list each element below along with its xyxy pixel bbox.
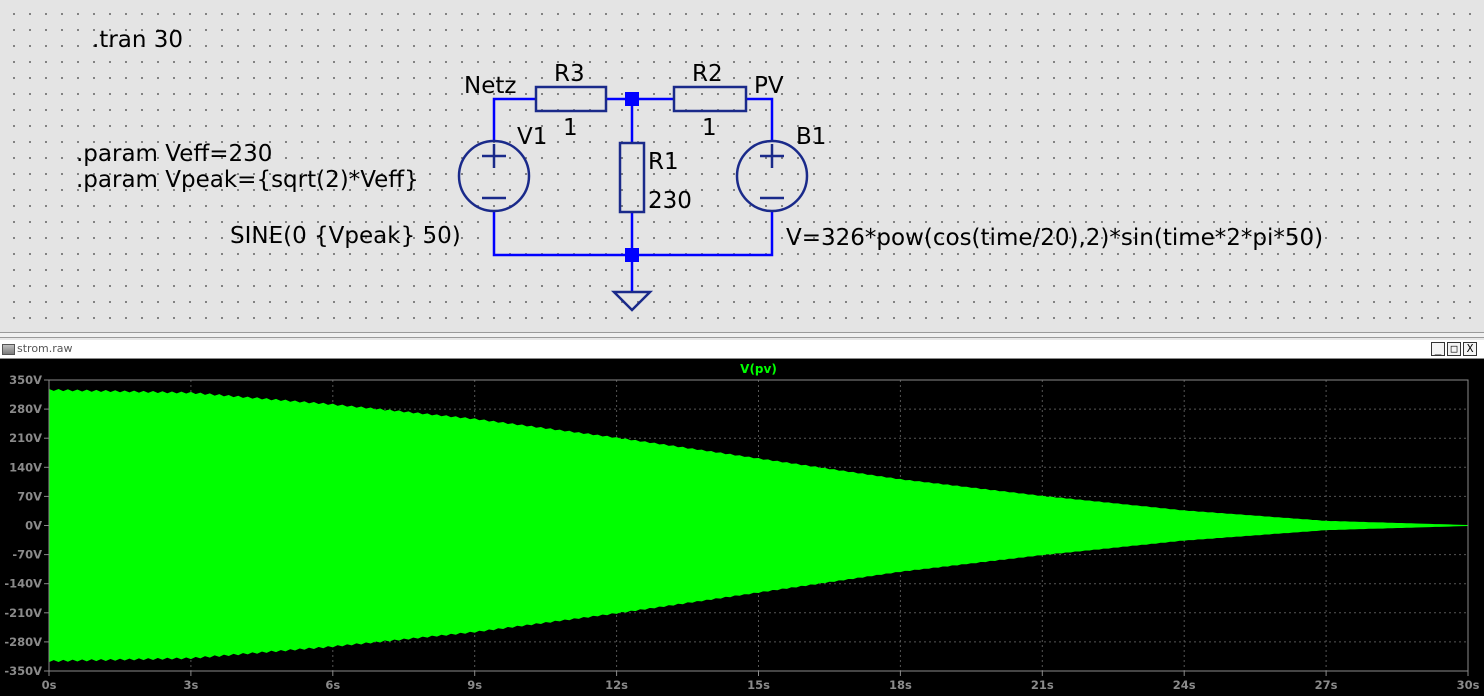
x-tick-label: 6s bbox=[325, 678, 340, 692]
maximize-button[interactable]: □ bbox=[1447, 342, 1461, 356]
param-vpeak-directive[interactable]: .param Vpeak={sqrt(2)*Veff} bbox=[76, 167, 419, 193]
y-tick-label: -70V bbox=[12, 548, 42, 562]
r1-name[interactable]: R1 bbox=[648, 149, 679, 175]
series-vpv-envelope bbox=[48, 388, 1469, 663]
wire-netz bbox=[492, 97, 536, 140]
ground-icon[interactable] bbox=[610, 290, 654, 312]
y-tick-label: 70V bbox=[17, 489, 42, 503]
resistor-r2[interactable] bbox=[672, 85, 748, 113]
voltage-source-v1[interactable] bbox=[457, 139, 531, 213]
param-veff-directive[interactable]: .param Veff=230 bbox=[76, 141, 272, 167]
waveform-titlebar[interactable]: strom.raw _ □ X bbox=[0, 340, 1484, 359]
waveform-viewer[interactable]: strom.raw _ □ X 0s 3s 6s 9s 12s 15s 18s 21s 24s 2… bbox=[0, 340, 1484, 696]
x-tick-label: 9s bbox=[467, 678, 482, 692]
x-tick-label: 15s bbox=[747, 678, 770, 692]
r2-value[interactable]: 1 bbox=[702, 115, 717, 141]
junction-top bbox=[625, 92, 639, 106]
r3-value[interactable]: 1 bbox=[563, 115, 578, 141]
x-tick-label: 21s bbox=[1031, 678, 1054, 692]
v1-value[interactable]: SINE(0 {Vpeak} 50) bbox=[230, 223, 461, 249]
resistor-r3[interactable] bbox=[534, 85, 608, 113]
net-label-pv[interactable]: PV bbox=[754, 73, 784, 99]
y-tick-label: -210V bbox=[4, 606, 42, 620]
behavioral-source-b1[interactable] bbox=[735, 139, 809, 213]
waveform-plot[interactable]: 0s 3s 6s 9s 12s 15s 18s 21s 24s 27s 30s 350V 280V 210… bbox=[0, 359, 1484, 696]
x-tick-label: 30s bbox=[1457, 678, 1480, 692]
y-tick-label: 0V bbox=[25, 519, 42, 533]
y-tick-label: -280V bbox=[4, 635, 42, 649]
v1-name[interactable]: V1 bbox=[517, 124, 547, 150]
waveform-window-title: strom.raw bbox=[17, 342, 73, 355]
resistor-r1[interactable] bbox=[618, 141, 646, 214]
x-tick-label: 24s bbox=[1173, 678, 1196, 692]
tran-directive[interactable]: .tran 30 bbox=[92, 27, 183, 53]
b1-value[interactable]: V=326*pow(cos(time/20),2)*sin(time*2*pi*… bbox=[786, 225, 1323, 251]
pane-divider[interactable] bbox=[0, 332, 1484, 338]
waveform-window-icon bbox=[2, 344, 15, 355]
y-tick-label: -350V bbox=[4, 664, 42, 678]
close-button[interactable]: X bbox=[1463, 342, 1477, 356]
x-tick-label: 3s bbox=[183, 678, 198, 692]
r3-name[interactable]: R3 bbox=[554, 61, 585, 87]
y-tick-label: 140V bbox=[9, 460, 42, 474]
schematic-editor[interactable]: .tran 30 .param Veff=230 .param Vpeak={s… bbox=[0, 0, 1484, 334]
y-tick-label: 280V bbox=[9, 402, 42, 416]
minimize-button[interactable]: _ bbox=[1431, 342, 1445, 356]
x-tick-label: 12s bbox=[605, 678, 628, 692]
y-tick-label: -140V bbox=[4, 577, 42, 591]
r1-value[interactable]: 230 bbox=[648, 188, 692, 214]
b1-name[interactable]: B1 bbox=[796, 124, 826, 150]
x-tick-label: 18s bbox=[889, 678, 912, 692]
x-tick-label: 27s bbox=[1315, 678, 1338, 692]
x-tick-label: 0s bbox=[42, 678, 57, 692]
junction-bottom bbox=[625, 248, 639, 262]
schematic-canvas[interactable]: .tran 30 .param Veff=230 .param Vpeak={s… bbox=[0, 0, 1484, 334]
net-label-netz[interactable]: Netz bbox=[464, 73, 516, 99]
y-tick-label: 350V bbox=[9, 373, 42, 387]
y-tick-label: 210V bbox=[9, 431, 42, 445]
wire-pv bbox=[746, 97, 774, 140]
trace-label-vpv[interactable]: V(pv) bbox=[740, 362, 777, 376]
r2-name[interactable]: R2 bbox=[692, 61, 723, 87]
